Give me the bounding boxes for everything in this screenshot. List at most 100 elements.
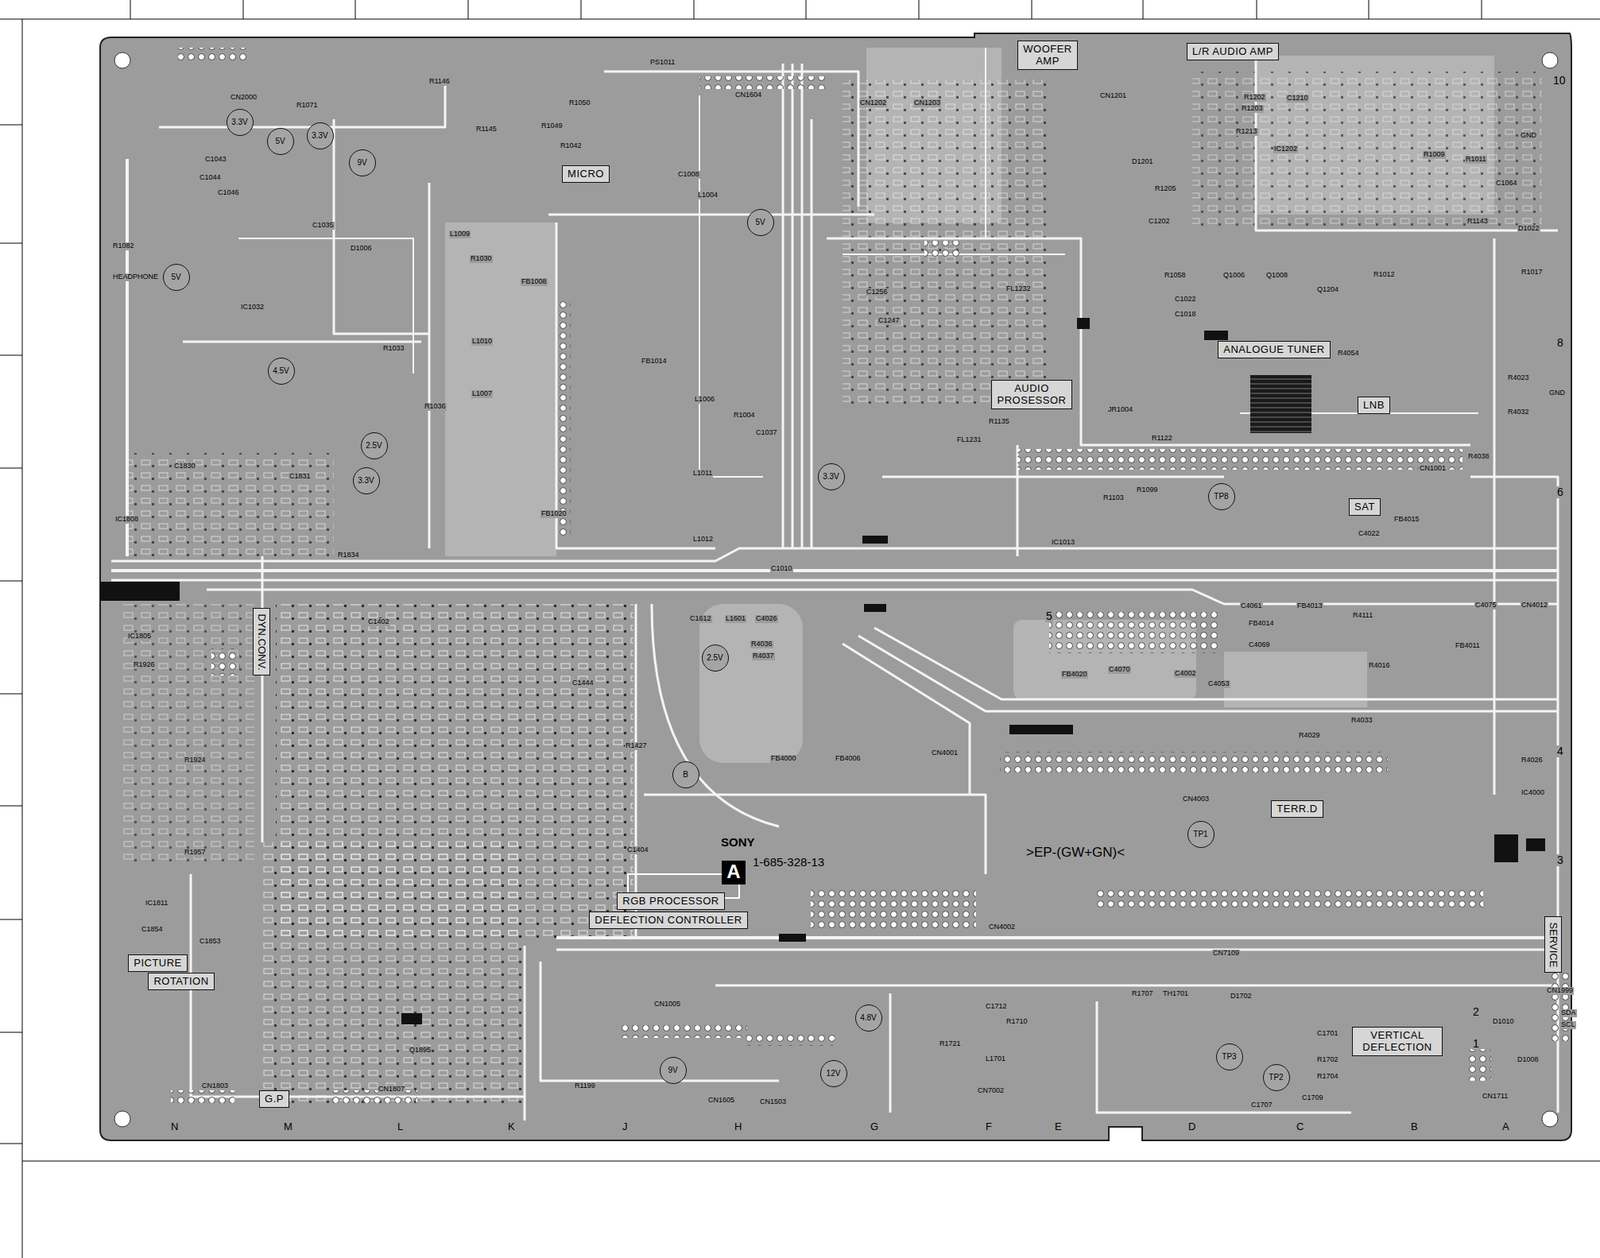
component-reference: R1721 <box>938 1040 962 1049</box>
grid-reference: K <box>507 1121 516 1133</box>
grid-reference: 4 <box>1556 745 1565 758</box>
component-reference: R4029 <box>1297 732 1322 740</box>
section-label: ANALOGUE TUNER <box>1222 343 1326 356</box>
test-point-circle: TP3 <box>1216 1043 1244 1071</box>
grid-reference: L <box>396 1121 404 1133</box>
section-label: 12V <box>826 1069 841 1079</box>
section-label-box: L/R AUDIO AMP <box>1186 42 1279 61</box>
component-reference: L1011 <box>692 469 713 478</box>
component-reference: R4036 <box>750 640 774 649</box>
component-reference: D1010 <box>1491 1018 1515 1027</box>
component-reference: CN1503 <box>759 1098 787 1107</box>
section-label-box: G.P <box>259 1090 290 1108</box>
component-reference: R1103 <box>1102 494 1125 503</box>
grid-reference: 3 <box>1556 854 1565 867</box>
component-reference: C1210 <box>1286 94 1310 103</box>
board-marking: >EP-(GW+GN)< <box>1025 845 1126 861</box>
component-reference: C1402 <box>367 618 391 627</box>
section-label: TP1 <box>1193 829 1208 840</box>
test-point-circle: 3.3V <box>306 122 334 150</box>
component-reference: C1202 <box>1147 217 1171 226</box>
component-reference: R1050 <box>568 99 592 108</box>
component-reference: R1012 <box>1372 271 1396 279</box>
section-label-box: ANALOGUE TUNER <box>1217 340 1331 359</box>
component-reference: R1049 <box>540 122 564 131</box>
section-label: TP2 <box>1268 1073 1283 1083</box>
test-point-circle: TP2 <box>1262 1064 1291 1092</box>
component-reference: C1018 <box>1173 310 1198 319</box>
test-point-circle: 12V <box>820 1060 848 1088</box>
section-label: TP3 <box>1221 1052 1236 1062</box>
section-label: L/R AUDIO AMP <box>1191 45 1275 58</box>
board-marking: SONY <box>720 836 756 850</box>
section-label: 9V <box>667 1065 678 1076</box>
test-point-circle: 9V <box>348 149 376 177</box>
component-reference: L1004 <box>697 191 719 200</box>
component-reference: R1199 <box>573 1082 597 1091</box>
component-reference: C1046 <box>216 189 241 198</box>
component-reference: IC1808 <box>114 515 140 524</box>
section-label-box: SERVICE <box>1544 916 1562 973</box>
grid-reference: 10 <box>1552 74 1567 87</box>
component-reference: CN4002 <box>987 923 1016 932</box>
section-label-box: LNB <box>1357 396 1391 415</box>
component-reference: C4069 <box>1247 641 1271 650</box>
component-reference: FB4014 <box>1247 619 1275 628</box>
component-reference: PS1011 <box>649 58 676 67</box>
component-reference: C1709 <box>1301 1094 1325 1103</box>
component-reference: D1022 <box>1517 224 1541 233</box>
grid-reference: H <box>733 1121 743 1133</box>
component-reference: CN4012 <box>1520 601 1549 610</box>
component-reference: FB4006 <box>834 755 862 764</box>
component-reference: R1926 <box>132 661 156 670</box>
component-reference: GND <box>1519 131 1538 140</box>
component-reference: C1008 <box>677 170 701 179</box>
component-reference: FB1014 <box>640 357 668 366</box>
grid-reference: F <box>984 1121 993 1133</box>
test-point-circle: 2.5V <box>701 644 729 672</box>
section-label: 2.5V <box>706 653 724 663</box>
component-reference: FB4015 <box>1393 515 1421 524</box>
component-reference: C1043 <box>204 155 228 164</box>
component-reference: FB4000 <box>770 755 798 764</box>
component-reference: CN1201 <box>1099 92 1128 101</box>
component-reference: R1033 <box>382 344 406 353</box>
component-reference: C1444 <box>571 679 595 688</box>
component-reference: CN4003 <box>1181 795 1210 804</box>
section-label: DEFLECTION CONTROLLER <box>593 914 744 926</box>
component-reference: CN7109 <box>1212 949 1240 958</box>
component-reference: R1203 <box>1240 104 1264 113</box>
grid-reference: J <box>621 1121 629 1133</box>
pcb-trace <box>111 47 1558 1121</box>
section-label-box: TERR.D <box>1270 800 1324 818</box>
pcb-outline <box>100 33 1572 1141</box>
section-label-box: AUDIO PROSESSOR <box>991 379 1073 410</box>
component-reference: FB1008 <box>520 278 548 287</box>
component-reference: R1146 <box>428 77 451 86</box>
test-point-circle: 3.3V <box>226 108 254 136</box>
section-label: WOOFER AMP <box>1022 42 1073 67</box>
component-reference: D1008 <box>1516 1056 1540 1065</box>
component-reference: CN1005 <box>653 1000 682 1009</box>
grid-reference: D <box>1187 1121 1197 1133</box>
component-reference: CN7002 <box>976 1087 1005 1096</box>
component-reference: R1704 <box>1316 1073 1340 1081</box>
grid-reference: G <box>869 1121 880 1133</box>
component-body <box>100 47 1571 1104</box>
component-reference: CN1604 <box>734 91 763 100</box>
section-label-box: PICTURE <box>127 954 188 973</box>
component-reference: CN1807 <box>377 1085 406 1094</box>
component-reference: Q1006 <box>1222 271 1246 280</box>
grid-reference: A <box>1501 1121 1511 1133</box>
grid-reference: 2 <box>1472 1006 1480 1019</box>
section-label: B <box>682 770 689 780</box>
section-label-box: RGB PROCESSOR <box>616 892 725 911</box>
grid-reference: B <box>1410 1121 1419 1133</box>
component-reference: R1099 <box>1135 486 1159 495</box>
component-reference: L1010 <box>471 337 493 346</box>
component-reference: IC1811 <box>144 899 169 908</box>
component-reference: C1707 <box>1250 1101 1274 1110</box>
test-point-circle: B <box>672 761 700 789</box>
component-reference: C1612 <box>689 615 713 624</box>
